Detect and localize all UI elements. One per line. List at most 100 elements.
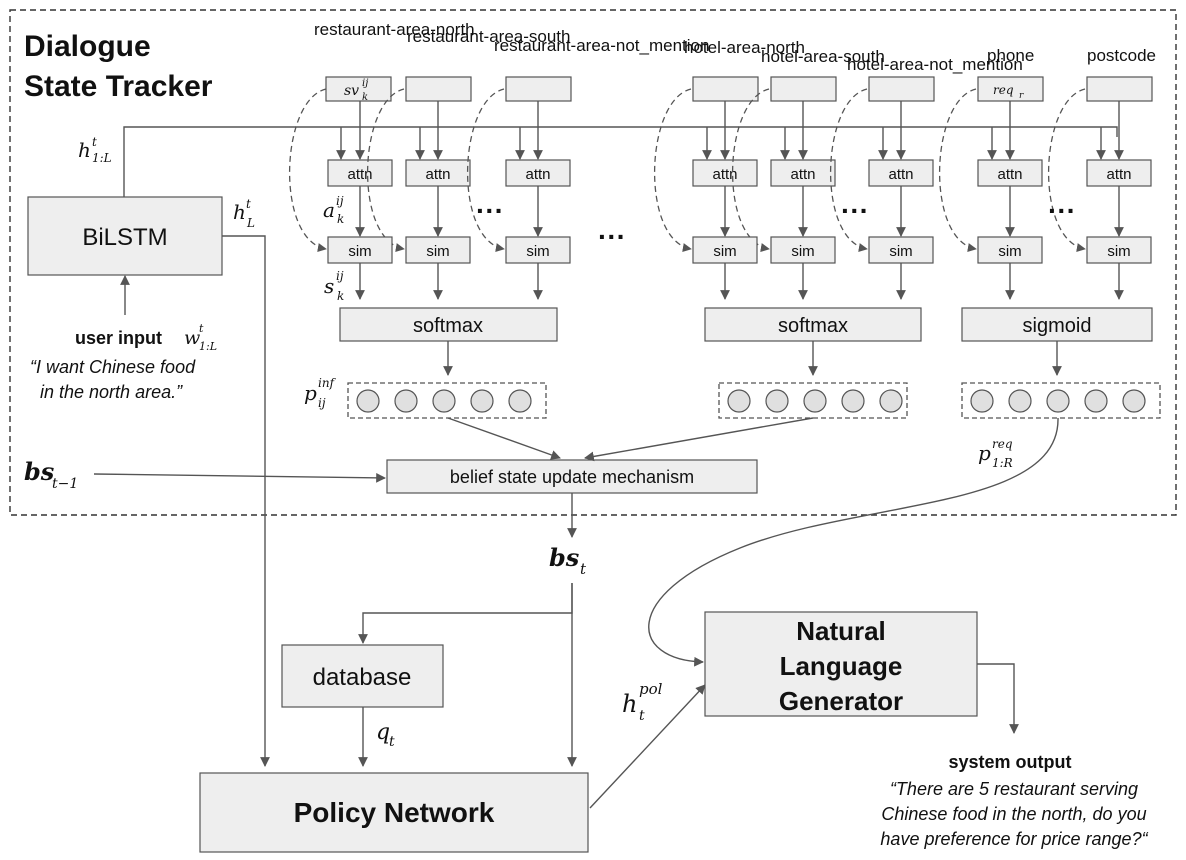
sim-label-7: sim [998,243,1021,260]
slot-label-restaurant-south: restaurant-area-south [407,27,570,46]
h1L-label-sub: 1:L [92,151,112,165]
database-box [281,644,444,708]
attn-label-2: attn [425,166,450,183]
bs-prev-label-sub: t−1 [52,476,78,492]
hL-label-sub: L [246,216,255,230]
nlg-label-line2: Language [780,651,903,681]
pinf-restaurant-circles [356,389,532,413]
belief-update-label: belief state update mechanism [450,467,694,487]
req-vector-sub: r [1019,91,1024,101]
h1L-label-main: h [78,138,91,162]
system-quote-line2: Chinese food in the north, do you [881,804,1146,824]
nlg-label-line1: Natural [796,616,886,646]
preq-label-sub: 1:R [992,456,1013,470]
belief-update-box [386,459,758,494]
ellipsis-req-attn: ··· [1048,195,1076,226]
ellipsis-hotel-attn: ··· [841,195,869,226]
sim-boxes [327,236,1152,264]
bs-to-database-line [358,583,573,644]
slot-vector-box-2 [405,76,472,102]
policy-to-nlg-arrow [589,684,706,809]
slot-label-postcode: postcode [1087,46,1156,65]
preq-label-main: p [978,441,991,465]
bilstm-box [27,196,223,276]
hL-label-main: h [233,200,246,224]
pinf-label-sup: inf [318,376,337,390]
hidden-state-bus [123,126,1118,197]
policy-network-box [199,772,589,853]
ellipsis-center: ··· [598,221,626,252]
dst-title-line1: Dialogue [24,30,151,63]
bs-label-sub: t [580,560,587,578]
nlg-to-output-arrow [977,663,1019,734]
slot-vector-box-3 [505,76,572,102]
dst-title-line2: State Tracker [24,70,213,103]
slot-vector-box-6 [868,76,935,102]
slot-vector-box-1 [325,76,392,102]
a-label-sub: k [337,212,344,226]
preq-frame [961,382,1161,419]
slot-label-hotel-north: hotel-area-north [684,38,805,57]
dst-frame [9,9,1177,516]
user-quote-line2: in the north area.” [40,382,183,402]
req-vector-box-2 [1086,76,1153,102]
a-label-sup: ij [336,194,344,208]
sim-label-3: sim [526,243,549,260]
user-quote-line1: “I want Chinese food [30,357,196,377]
w-label-main: w [184,327,200,349]
user-input-label: user input [75,328,162,348]
softmax-box-hotel [704,307,922,342]
bilstm-label: BiLSTM [82,224,167,251]
slot-label-hotel-not-mention: hotel-area-not_mention [847,55,1023,74]
nlg-label-line3: Generator [779,686,903,716]
w-label-sub: 1:L [199,340,217,353]
h1L-label-sup: t [92,135,97,149]
pinf-label-sub: ij [318,396,326,410]
sim-label-1: sim [348,243,371,260]
sim-to-output-arrows [355,263,1124,300]
slot-vector-box-4 [692,76,759,102]
hL-label-sup: t [246,197,251,211]
s-label-main: s [324,274,334,298]
pinf-hotel-circles [727,389,903,413]
pinf-label-main: p [304,381,317,405]
bs-prev-label-main: bs [24,457,55,486]
policy-network-label: Policy Network [294,797,495,828]
sim-label-4: sim [713,243,736,260]
hpol-label-sup: pol [639,680,663,698]
bs-prev-arrow [93,472,386,483]
s-label-sup: ij [336,269,344,283]
system-quote-line1: “There are 5 restaurant serving [890,779,1138,799]
sim-label-8: sim [1107,243,1130,260]
req-vector-label: req [993,83,1014,97]
slot-label-hotel-south: hotel-area-south [761,47,885,66]
softmax-label-hotel: softmax [778,315,848,337]
bs-label-main: bs [549,543,580,572]
s-label-sub: k [337,289,344,303]
slot-to-sim-dashed [288,88,1086,253]
hL-to-policy-line [222,235,270,767]
attn-boxes [327,159,1152,187]
softmax-box-restaurant [339,307,558,342]
q-label-sub: t [389,734,395,750]
slot-label-restaurant-not-mention: restaurant-area-not_mention [494,36,709,55]
slot-vector-sub: k [362,92,368,103]
system-quote-line3: have preference for price range?“ [880,829,1148,849]
pinf-restaurant-to-update [447,417,561,460]
preq-circles [970,389,1146,413]
slot-vector-sup: ij [362,78,368,89]
hpol-label-main: h [622,690,637,718]
ellipsis-restaurant-attn: ··· [476,195,504,226]
slot-vector-label: sv [344,83,359,99]
slot-label-phone: phone [987,46,1034,65]
attn-to-sim-arrows [355,186,1124,237]
sigmoid-label: sigmoid [1023,315,1092,337]
pinf-restaurant-frame [347,382,547,419]
nlg-box [704,611,978,717]
pinf-hotel-to-update [584,417,814,462]
sim-label-6: sim [889,243,912,260]
attn-label-5: attn [790,166,815,183]
bus-to-attn-arrows [336,101,1124,160]
